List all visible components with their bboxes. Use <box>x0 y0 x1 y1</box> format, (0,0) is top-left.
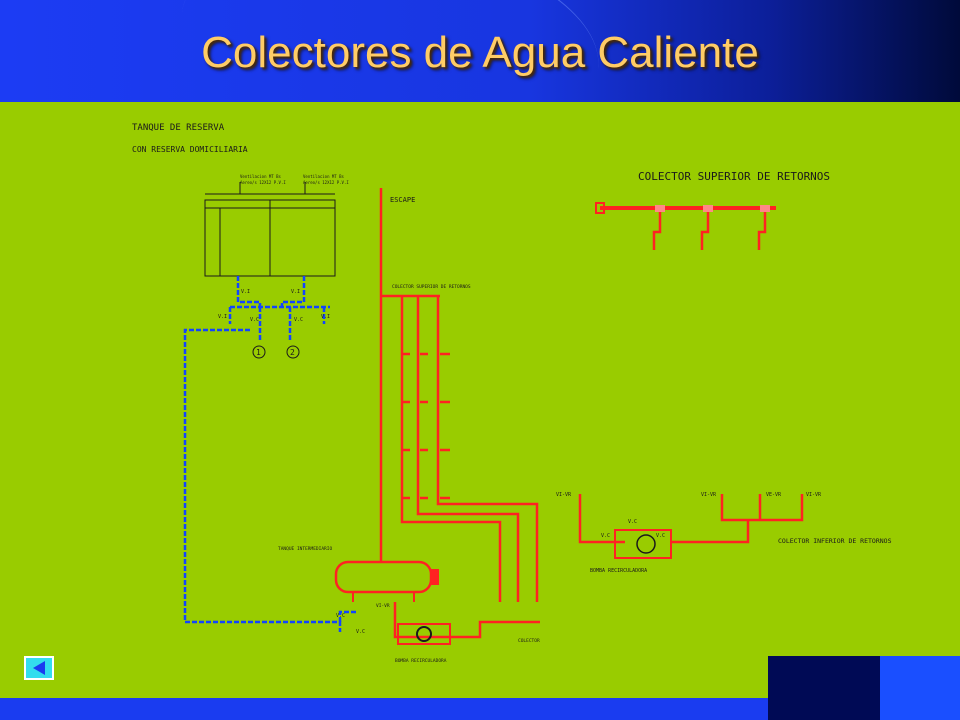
vent-label-1a: Ventilacion MT Bs <box>240 174 282 179</box>
corner-block-blue <box>880 656 960 720</box>
valve-vi-3: V.I <box>218 314 227 320</box>
upper-return-collector <box>595 202 776 250</box>
valve-vc-3: V.C <box>336 613 345 619</box>
marker-2: 2 <box>290 348 295 357</box>
valve-vi-vr-3: VI-VR <box>701 492 717 498</box>
vent-label-2a: Ventilacion MT Bs <box>303 174 345 179</box>
numbered-markers <box>252 345 300 359</box>
valve-vc-7: V.C <box>656 533 665 539</box>
valve-vc-6: V.C <box>601 533 610 539</box>
bottom-bar <box>0 698 768 720</box>
valve-vi-2: V.I <box>291 289 300 295</box>
valve-vi-vr-1: VI-VR <box>376 603 390 609</box>
escape-label: ESCAPE <box>390 196 415 204</box>
corner-block-dark <box>768 656 880 720</box>
tank-label-2: CON RESERVA DOMICILIARIA <box>132 145 248 154</box>
intermediate-tank-label: TANQUE INTERMEDIARIO <box>278 546 332 552</box>
lower-return-collector <box>578 494 804 559</box>
hot-water-pipes <box>379 188 540 639</box>
vent-label-1b: Aereo/s 12X12 P.V.I <box>240 180 286 185</box>
lower-pump <box>397 623 451 645</box>
valve-vc-4: V.C <box>356 629 365 635</box>
marker-1: 1 <box>256 348 261 357</box>
slide-title: Colectores de Agua Caliente <box>201 28 759 77</box>
arrow-left-icon <box>33 661 45 675</box>
upper-pump-label: BOMBA RECIRCULADORA <box>590 568 647 574</box>
title-bar: Colectores de Agua Caliente <box>0 0 960 102</box>
upper-collector-label: COLECTOR SUPERIOR DE RETORNOS <box>638 170 830 183</box>
cold-water-pipes <box>183 276 358 632</box>
vent-label-2b: Aereo/s 12X12 P.V.I <box>303 180 349 185</box>
valve-vi-vr-2: VI-VR <box>556 492 572 498</box>
collector-label: COLECTOR <box>518 638 540 644</box>
valve-ve-vr: VE-VR <box>766 492 782 498</box>
valve-vi-1: V.I <box>241 289 250 295</box>
valve-vc-5: V.C <box>628 519 637 525</box>
back-button[interactable] <box>24 656 54 680</box>
lower-collector-label: COLECTOR INFERIOR DE RETORNOS <box>778 537 892 545</box>
valve-vi-vr-4: VI-VR <box>806 492 822 498</box>
valve-vc-1: V.C <box>250 317 259 323</box>
lower-pump-label: BOMBA RECIRCULADORA <box>395 658 447 664</box>
diagram-panel-bottom <box>0 656 768 698</box>
plumbing-diagram: TANQUE DE RESERVA CON RESERVA DOMICILIAR… <box>132 123 892 664</box>
diagram-panel <box>0 102 960 656</box>
valve-vi-4: V.I <box>321 314 330 320</box>
reserve-tank <box>204 182 336 277</box>
tank-label-1: TANQUE DE RESERVA <box>132 123 225 133</box>
collector-superior-small-label: COLECTOR SUPERIOR DE RETORNOS <box>392 284 471 290</box>
valve-vc-2: V.C <box>294 317 303 323</box>
intermediate-tank <box>334 560 439 602</box>
